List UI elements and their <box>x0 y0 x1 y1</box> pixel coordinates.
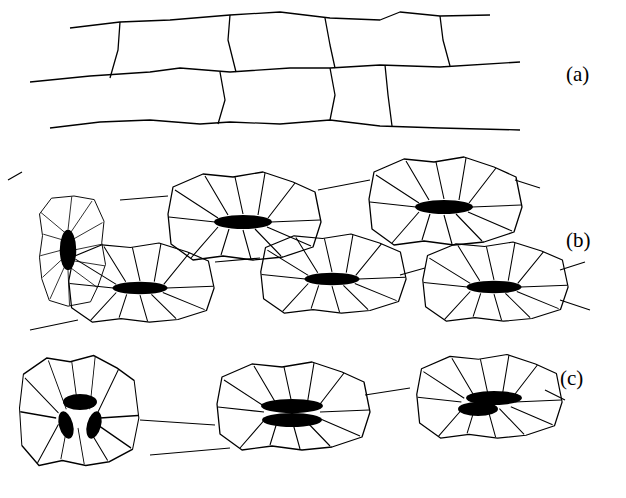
panel-label: (a) <box>566 62 589 87</box>
panel-label: (b) <box>566 228 591 253</box>
panel-a-cells <box>30 12 520 130</box>
panel-label: (c) <box>560 366 583 391</box>
panel-b-cells <box>8 157 590 330</box>
panel-c-cells <box>20 355 566 466</box>
